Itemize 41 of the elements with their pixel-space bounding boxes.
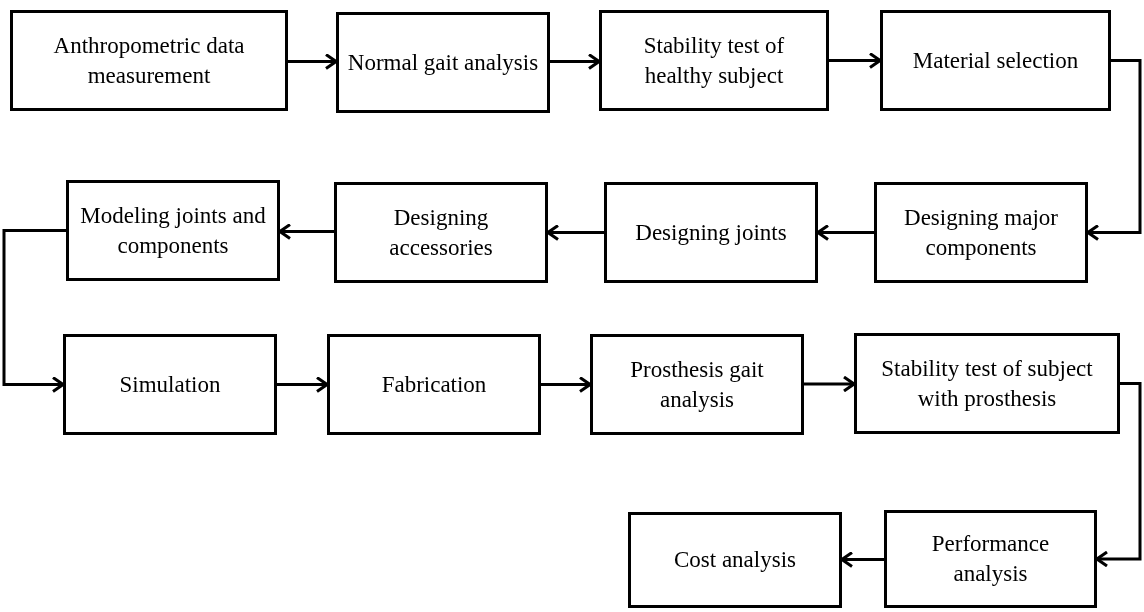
process-box	[599, 10, 829, 111]
box-label: Fabrication	[381, 370, 487, 399]
arrow	[2, 229, 66, 393]
arrow	[541, 376, 592, 393]
box-label: Modeling joints and components	[79, 201, 267, 260]
process-box	[334, 182, 548, 283]
arrow	[550, 53, 601, 70]
box-label: Stability test of healthy subject	[642, 31, 786, 90]
box-label: Material selection	[912, 46, 1079, 75]
arrow	[277, 376, 329, 393]
box-label: Cost analysis	[674, 546, 796, 575]
arrow	[1086, 59, 1142, 241]
process-box	[590, 334, 804, 435]
arrow	[1095, 382, 1142, 568]
process-box	[874, 182, 1088, 283]
arrow	[546, 224, 604, 241]
box-label: Anthropometric data measurement	[52, 31, 246, 90]
arrow	[829, 52, 882, 69]
box-label: Performance analysis	[930, 530, 1051, 588]
process-box	[854, 333, 1120, 434]
arrow	[288, 53, 338, 70]
arrow	[816, 224, 874, 241]
process-box	[628, 512, 842, 608]
box-label: Prosthesis gait analysis	[629, 355, 765, 414]
box-label: Normal gait analysis	[347, 48, 539, 77]
process-box	[66, 180, 280, 281]
process-box	[336, 12, 550, 113]
process-box	[327, 334, 541, 435]
process-box	[10, 10, 288, 111]
box-label: Designing joints	[635, 218, 787, 247]
arrow	[804, 375, 856, 393]
box-label: Simulation	[119, 370, 221, 399]
box-label: Designing major components	[903, 203, 1059, 262]
process-box	[63, 334, 277, 435]
process-box	[604, 182, 818, 283]
arrow	[278, 223, 334, 240]
process-box	[884, 510, 1097, 608]
box-label: Designing accessories	[388, 203, 494, 262]
box-label: Stability test of subject with prosthesis	[880, 354, 1094, 413]
arrow	[840, 551, 884, 568]
process-box	[880, 10, 1111, 111]
